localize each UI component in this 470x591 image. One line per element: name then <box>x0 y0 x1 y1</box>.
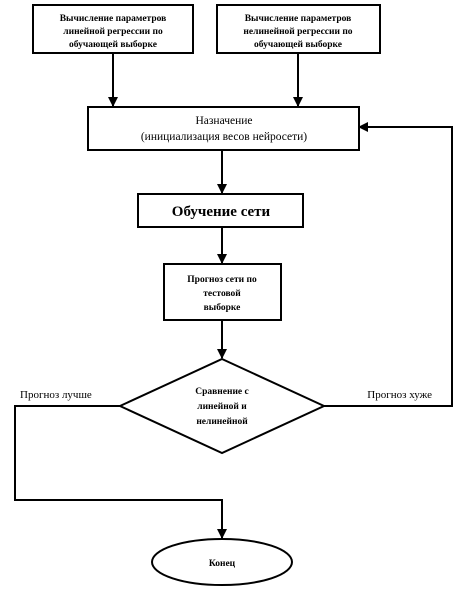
connectors <box>14 53 453 539</box>
node-nonlinear-params: Вычисление параметров нелинейной регресс… <box>216 4 381 54</box>
node-assignment: Назначение (инициализация весов нейросет… <box>87 106 360 151</box>
node-assignment-line-1: Назначение <box>195 115 252 127</box>
node-forecast-line-2: тестовой <box>203 288 241 299</box>
node-comparison-line-2: линейной и <box>197 401 247 412</box>
node-training-label: Обучение сети <box>172 204 271 220</box>
node-comparison-line-1: Сравнение с <box>195 387 248 397</box>
arrow-better-to-end <box>14 405 227 539</box>
node-comparison-line-3: нелинейной <box>196 416 248 427</box>
node-forecast: Прогноз сети по тестовой выборке <box>163 263 282 321</box>
node-forecast-line-1: Прогноз сети по <box>187 275 257 285</box>
node-nonlinear-params-line-2: нелинейной регрессии по <box>243 26 352 37</box>
node-end-label: Конец <box>209 559 236 569</box>
node-comparison: Сравнение с линейной и нелинейной <box>117 357 327 455</box>
edge-label-better: Прогноз лучше <box>20 389 92 401</box>
node-end: Конец <box>151 538 293 586</box>
arrow-worse-to-assignment <box>324 122 453 407</box>
edge-label-worse: Прогноз хуже <box>367 389 432 401</box>
node-training: Обучение сети <box>137 193 304 228</box>
node-forecast-line-3: выборке <box>204 302 241 313</box>
node-assignment-line-2: (инициализация весов нейросети) <box>141 131 307 143</box>
node-linear-params-line-2: линейной регрессии по <box>63 26 163 37</box>
node-nonlinear-params-line-1: Вычисление параметров <box>245 14 352 24</box>
node-linear-params-line-1: Вычисление параметров <box>60 14 167 24</box>
node-linear-params-line-3: обучающей выборке <box>69 39 157 50</box>
node-nonlinear-params-line-3: обучающей выборке <box>254 39 342 50</box>
node-linear-params: Вычисление параметров линейной регрессии… <box>32 4 194 54</box>
